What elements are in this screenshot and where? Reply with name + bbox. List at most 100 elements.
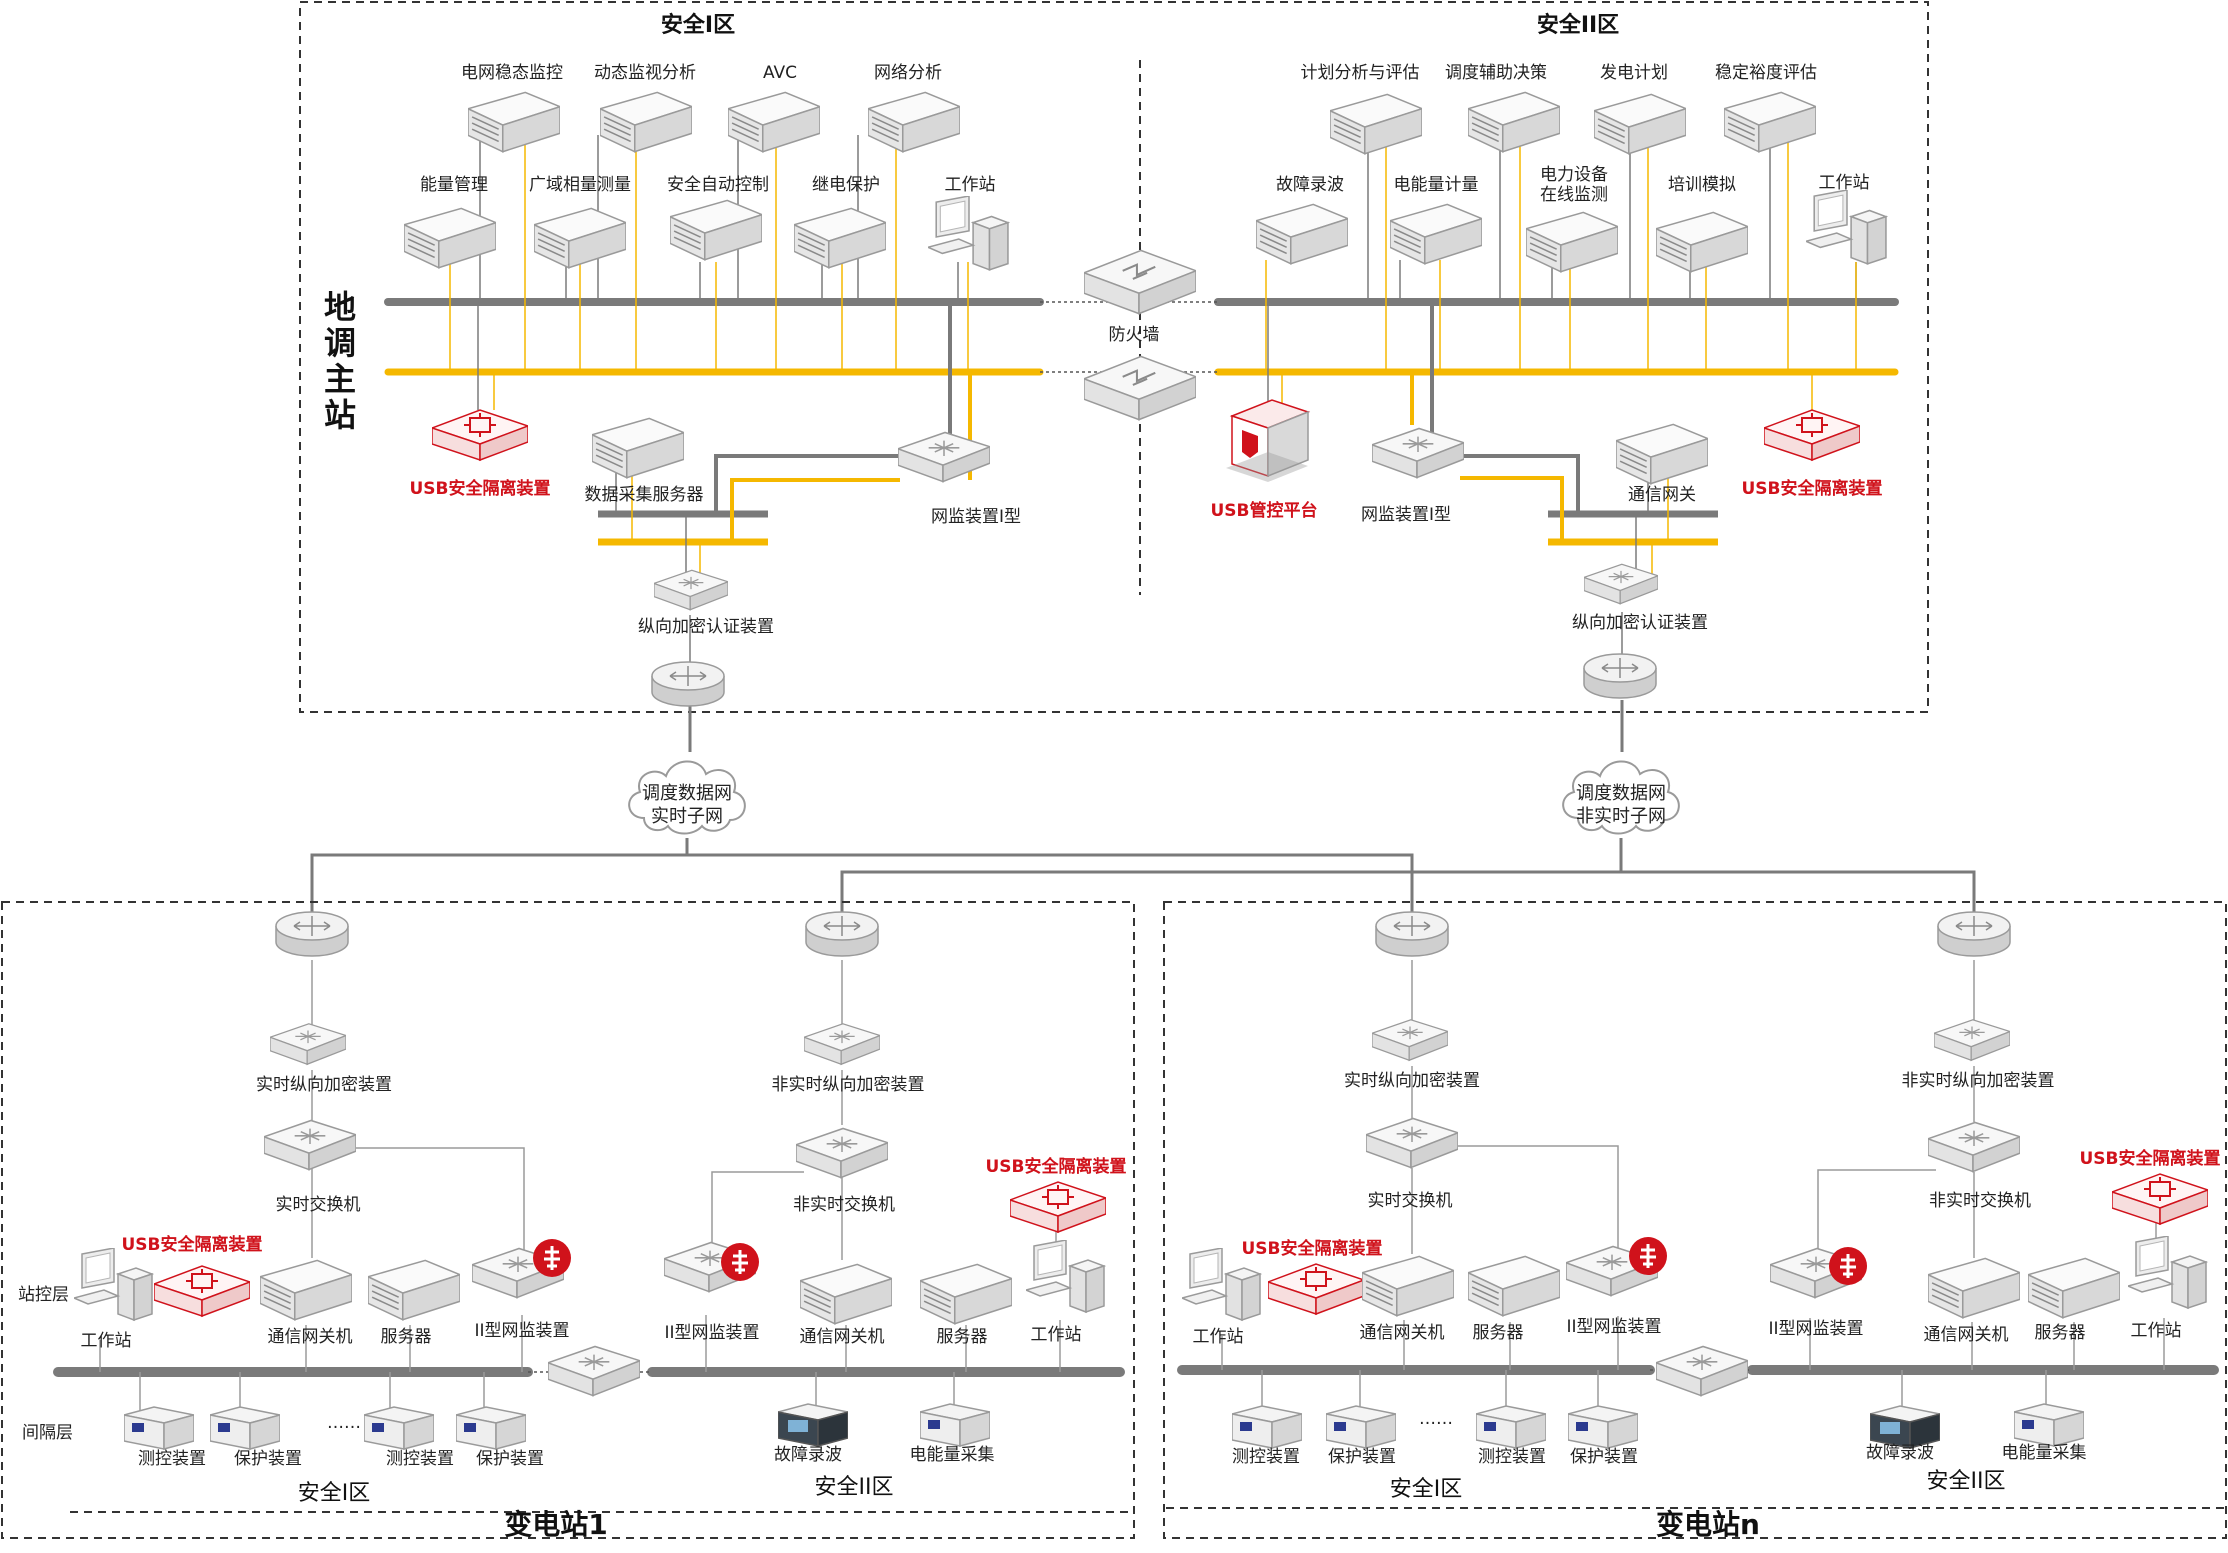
workstation-label: 工作站 — [945, 175, 996, 195]
crypto-device-icon[interactable] — [804, 1023, 880, 1065]
bay-device-icon[interactable] — [1326, 1405, 1396, 1449]
bay-device-label: 电能量采集 — [2002, 1443, 2087, 1463]
bay-device-icon[interactable] — [124, 1406, 194, 1450]
server-icon[interactable] — [794, 207, 886, 269]
bay-device-icon[interactable] — [778, 1403, 848, 1447]
server-icon[interactable] — [1594, 93, 1686, 155]
crypto-label: 纵向加密认证装置 — [1572, 613, 1708, 633]
usb-isolation-icon[interactable] — [1764, 409, 1860, 461]
data-server-label: 数据采集服务器 — [585, 485, 704, 505]
bay-device-label: 保护装置 — [476, 1449, 544, 1469]
server-label: 电网稳态监控 — [461, 63, 563, 83]
server-label-line1: 电力设备 — [1540, 165, 1608, 185]
server-label-line2: 在线监测 — [1540, 185, 1608, 205]
rt-switch-label: 实时交换机 — [1368, 1191, 1453, 1211]
monitor-badge-icon — [720, 1242, 760, 1282]
crypto-device-icon[interactable] — [1372, 1019, 1448, 1061]
crypto-device-icon[interactable] — [270, 1023, 346, 1065]
firewall-icon[interactable] — [1656, 1345, 1748, 1397]
crypto-device-icon[interactable] — [1584, 563, 1658, 605]
bay-device-icon[interactable] — [1568, 1405, 1638, 1449]
server-icon[interactable] — [1656, 211, 1748, 273]
rt-crypto-label: 实时纵向加密装置 — [256, 1075, 392, 1095]
server-icon[interactable] — [468, 91, 560, 153]
workstation-label: 工作站 — [1193, 1327, 1244, 1347]
bay-device-icon[interactable] — [210, 1406, 280, 1450]
usb-platform-icon[interactable] — [1225, 399, 1309, 483]
monitor-badge-icon — [532, 1238, 572, 1278]
usb-isolation-icon[interactable] — [1268, 1263, 1364, 1315]
server-icon[interactable] — [404, 207, 496, 269]
server-label: 计划分析与评估 — [1301, 63, 1420, 83]
router-icon[interactable] — [1375, 911, 1449, 957]
nrt-crypto-label: 非实时纵向加密装置 — [1902, 1071, 2055, 1091]
firewall-icon[interactable] — [548, 1345, 640, 1397]
server-icon[interactable] — [1526, 211, 1618, 273]
router-icon[interactable] — [805, 911, 879, 957]
gateway-icon[interactable] — [260, 1259, 352, 1321]
bay-layer-label: 间隔层 — [22, 1423, 73, 1443]
crypto-device-icon[interactable] — [1934, 1019, 2010, 1061]
monitor-label: II型网监装置 — [1566, 1317, 1661, 1337]
workstation-icon[interactable] — [1806, 190, 1887, 265]
nrt-switch-label: 非实时交换机 — [793, 1195, 895, 1215]
server-icon[interactable] — [868, 91, 960, 153]
usb-isolation-label: USB安全隔离装置 — [2079, 1148, 2220, 1169]
gateway-icon[interactable] — [1362, 1255, 1454, 1317]
firewall-icon[interactable] — [1084, 355, 1196, 421]
server-label: 服务器 — [2035, 1323, 2086, 1343]
bay-device-icon[interactable] — [1232, 1405, 1302, 1449]
data-server-icon[interactable] — [592, 417, 684, 479]
monitor-device-icon[interactable] — [898, 431, 990, 483]
zone1-label: 安全I区 — [298, 1481, 371, 1506]
bay-device-icon[interactable] — [920, 1403, 990, 1447]
bay-device-icon[interactable] — [1476, 1405, 1546, 1449]
server-icon[interactable] — [670, 199, 762, 261]
server-icon[interactable] — [920, 1263, 1012, 1325]
router-icon[interactable] — [1937, 911, 2011, 957]
gateway-icon[interactable] — [800, 1263, 892, 1325]
crypto-device-icon[interactable] — [654, 569, 728, 611]
gateway-icon[interactable] — [1928, 1257, 2020, 1319]
server-icon[interactable] — [1330, 93, 1422, 155]
switch-icon[interactable] — [796, 1127, 888, 1179]
main-station: 地调主站 安全I区 安全II区 — [299, 1, 1929, 713]
server-icon[interactable] — [1256, 203, 1348, 265]
server-icon[interactable] — [1468, 1255, 1560, 1317]
router-icon[interactable] — [651, 661, 725, 707]
workstation-icon[interactable] — [74, 1248, 153, 1321]
router-icon[interactable] — [275, 911, 349, 957]
wan: 调度数据网 实时子网 调度数据网 非实时子网 — [310, 760, 1976, 914]
usb-isolation-icon[interactable] — [432, 409, 528, 461]
nrt-crypto-label: 非实时纵向加密装置 — [772, 1075, 925, 1095]
monitor-label: II型网监装置 — [664, 1323, 759, 1343]
server-icon[interactable] — [534, 207, 626, 269]
realtime-net-line1: 调度数据网 — [642, 783, 732, 804]
bay-device-icon[interactable] — [456, 1406, 526, 1450]
bay-device-icon[interactable] — [364, 1406, 434, 1450]
usb-isolation-icon[interactable] — [154, 1265, 250, 1317]
monitor-device-icon[interactable] — [1372, 427, 1464, 479]
server-icon[interactable] — [728, 91, 820, 153]
switch-icon[interactable] — [264, 1119, 356, 1171]
bay-device-icon[interactable] — [1870, 1405, 1940, 1449]
server-icon[interactable] — [2028, 1257, 2120, 1319]
usb-isolation-icon[interactable] — [1010, 1181, 1106, 1233]
gateway-label: 通信网关机 — [800, 1327, 885, 1347]
server-icon[interactable] — [1468, 91, 1560, 153]
gateway-label: 通信网关 — [1628, 485, 1696, 505]
switch-icon[interactable] — [1928, 1121, 2020, 1173]
server-icon[interactable] — [600, 91, 692, 153]
bay-device-icon[interactable] — [2014, 1403, 2084, 1447]
server-icon[interactable] — [368, 1259, 460, 1321]
router-icon[interactable] — [1583, 653, 1657, 699]
workstation-icon[interactable] — [2128, 1236, 2207, 1309]
workstation-icon[interactable] — [928, 196, 1009, 271]
workstation-icon[interactable] — [1026, 1240, 1105, 1313]
server-icon[interactable] — [1724, 91, 1816, 153]
firewall-icon[interactable] — [1084, 249, 1196, 315]
server-icon[interactable] — [1390, 203, 1482, 265]
gateway-icon[interactable] — [1616, 423, 1708, 485]
switch-icon[interactable] — [1366, 1117, 1458, 1169]
usb-isolation-icon[interactable] — [2112, 1173, 2208, 1225]
